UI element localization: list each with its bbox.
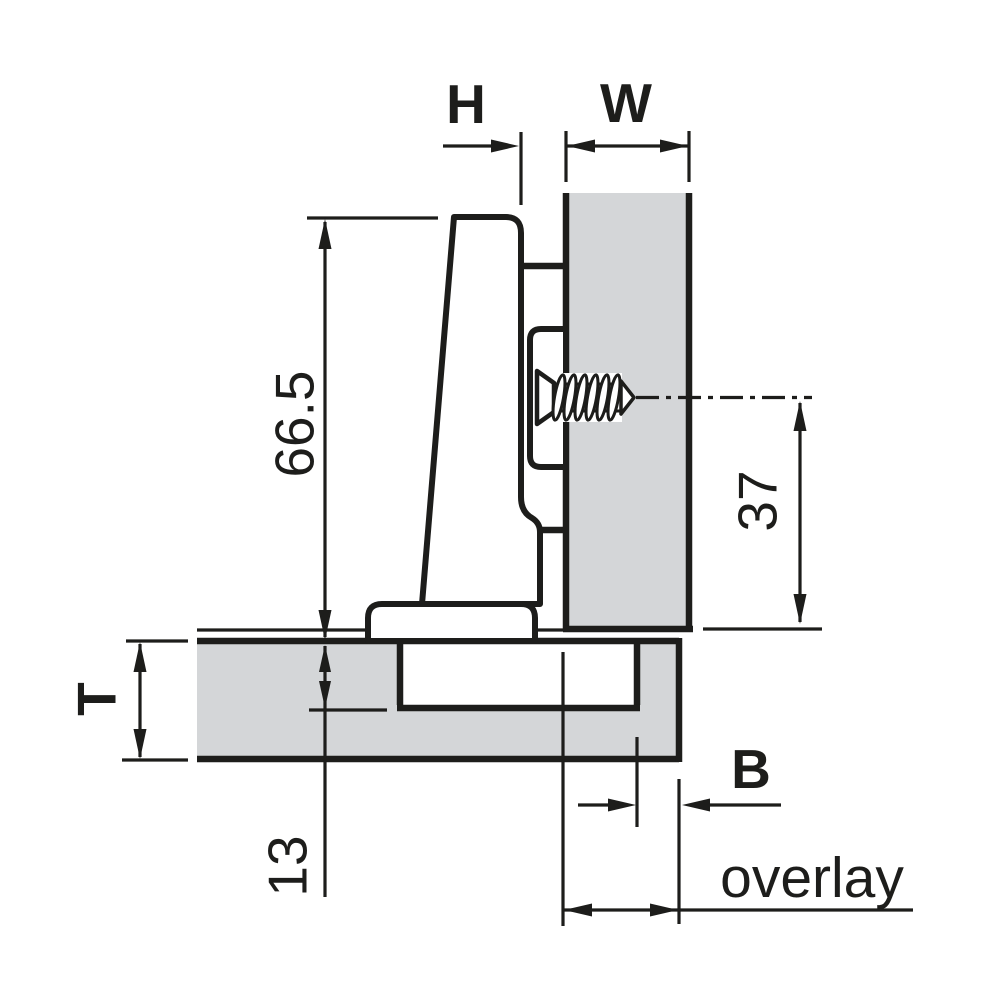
dimension-66-5: 66.5 bbox=[263, 216, 438, 640]
dimension-overlay-arrowhead-right bbox=[650, 903, 678, 917]
hinge-arm bbox=[419, 214, 543, 607]
dimension-t-arrowhead-top bbox=[133, 642, 147, 672]
dimension-66-5-label: 66.5 bbox=[263, 370, 325, 477]
dimension-h-arrowhead bbox=[491, 139, 519, 153]
dimension-w-arrowhead-right bbox=[660, 139, 688, 153]
cabinet-panel bbox=[197, 637, 683, 763]
screw-tip bbox=[619, 379, 636, 416]
dimension-t-label: T bbox=[65, 682, 127, 716]
dimension-66-5-arrowhead-top bbox=[318, 219, 332, 249]
dimension-13: 13 bbox=[256, 645, 387, 897]
dimension-overlay: overlay bbox=[561, 652, 913, 926]
cup-bore-fill bbox=[400, 641, 637, 705]
dimension-66-5-arrowhead-bottom bbox=[318, 610, 332, 640]
dimension-13-arrowhead-top bbox=[319, 645, 331, 672]
dimension-b-arrowhead-right bbox=[682, 798, 710, 812]
screw-thread bbox=[606, 373, 622, 422]
dimension-w-arrowhead-left bbox=[567, 139, 595, 153]
dimension-13-label: 13 bbox=[256, 835, 318, 896]
dimension-overlay-arrowhead-left bbox=[564, 903, 592, 917]
dimension-t: T bbox=[65, 639, 188, 762]
dimension-h-label: H bbox=[446, 73, 486, 135]
dimension-b-label: B bbox=[731, 738, 771, 800]
dimension-h: H bbox=[443, 73, 523, 205]
dimension-37: 37 bbox=[703, 401, 822, 631]
hinge-body bbox=[365, 214, 569, 644]
screw-thread bbox=[551, 373, 567, 422]
screw-thread bbox=[595, 373, 611, 422]
dimension-w: W bbox=[564, 72, 691, 182]
dimension-overlay-label: overlay bbox=[720, 846, 904, 910]
screw-thread bbox=[562, 373, 578, 422]
dimension-b: B bbox=[578, 737, 781, 924]
cup-flange bbox=[365, 601, 538, 644]
dimension-37-arrowhead-top bbox=[793, 401, 807, 431]
screw-thread bbox=[584, 373, 600, 422]
dimension-w-label: W bbox=[600, 72, 652, 134]
dimension-13-arrowhead-bottom bbox=[319, 681, 331, 708]
dimension-b-arrowhead-left bbox=[608, 798, 636, 812]
dimension-37-label: 37 bbox=[726, 470, 788, 531]
screw-head bbox=[534, 368, 557, 427]
screw-thread bbox=[573, 373, 589, 422]
mounting-screw bbox=[534, 368, 636, 427]
dimension-t-arrowhead-bottom bbox=[133, 729, 147, 759]
dimension-37-arrowhead-bottom bbox=[793, 594, 807, 624]
